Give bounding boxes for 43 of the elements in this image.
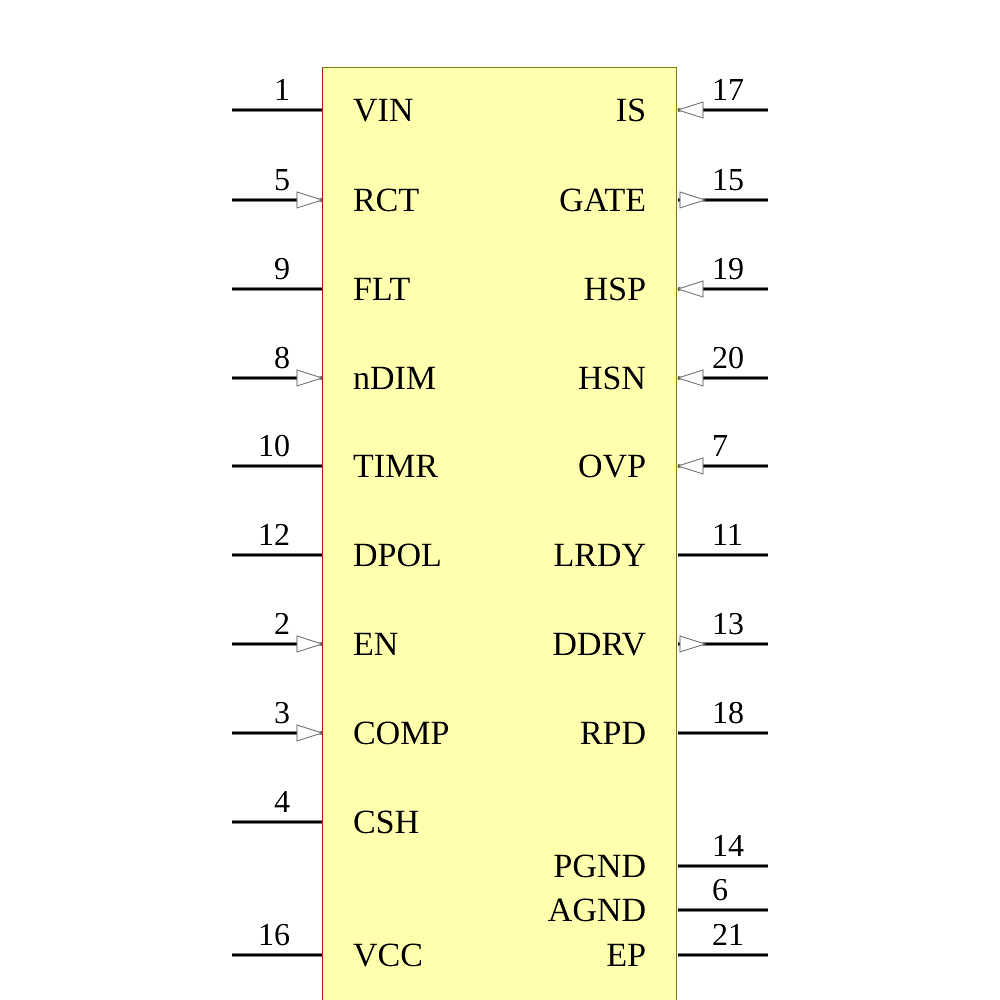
pin-number: 18	[712, 695, 744, 729]
pin-name: RPD	[580, 716, 646, 752]
pin-number: 11	[712, 517, 743, 551]
pin-name: DDRV	[552, 627, 646, 663]
pin-name: OVP	[578, 449, 646, 485]
pin-name: VCC	[353, 938, 423, 974]
pin-name: HSN	[578, 361, 646, 397]
pin-name: EP	[606, 938, 646, 974]
pin-name: RCT	[353, 183, 420, 219]
pin-number: 17	[712, 72, 744, 106]
ic-body	[322, 67, 677, 1000]
pin-name: EN	[353, 627, 398, 663]
pin-number: 4	[274, 784, 290, 818]
pin-number: 19	[712, 251, 744, 285]
pin-number: 10	[258, 428, 290, 462]
pin-number: 9	[274, 251, 290, 285]
pin-number: 5	[274, 162, 290, 196]
pin-number: 15	[712, 162, 744, 196]
pin-name: DPOL	[353, 538, 442, 574]
pin-number: 7	[712, 428, 728, 462]
pin-name: nDIM	[353, 361, 436, 397]
pin-number: 20	[712, 340, 744, 374]
pin-number: 8	[274, 340, 290, 374]
pin-number: 16	[258, 917, 290, 951]
pin-name: AGND	[548, 893, 646, 929]
pin-name: TIMR	[353, 449, 438, 485]
pin-name: FLT	[353, 272, 410, 308]
pin-name: IS	[616, 93, 646, 129]
pin-number: 1	[274, 72, 290, 106]
pin-number: 2	[274, 606, 290, 640]
pin-number: 12	[258, 517, 290, 551]
pin-number: 3	[274, 695, 290, 729]
pin-number: 21	[712, 917, 744, 951]
pin-number: 6	[712, 872, 728, 906]
pin-number: 13	[712, 606, 744, 640]
pin-name: CSH	[353, 805, 420, 841]
pin-name: HSP	[584, 272, 646, 308]
pin-name: PGND	[553, 849, 646, 885]
pin-name: LRDY	[553, 538, 646, 574]
pin-name: GATE	[559, 183, 646, 219]
pin-name: COMP	[353, 716, 450, 752]
pin-number: 14	[712, 828, 744, 862]
pin-name: VIN	[353, 93, 414, 129]
